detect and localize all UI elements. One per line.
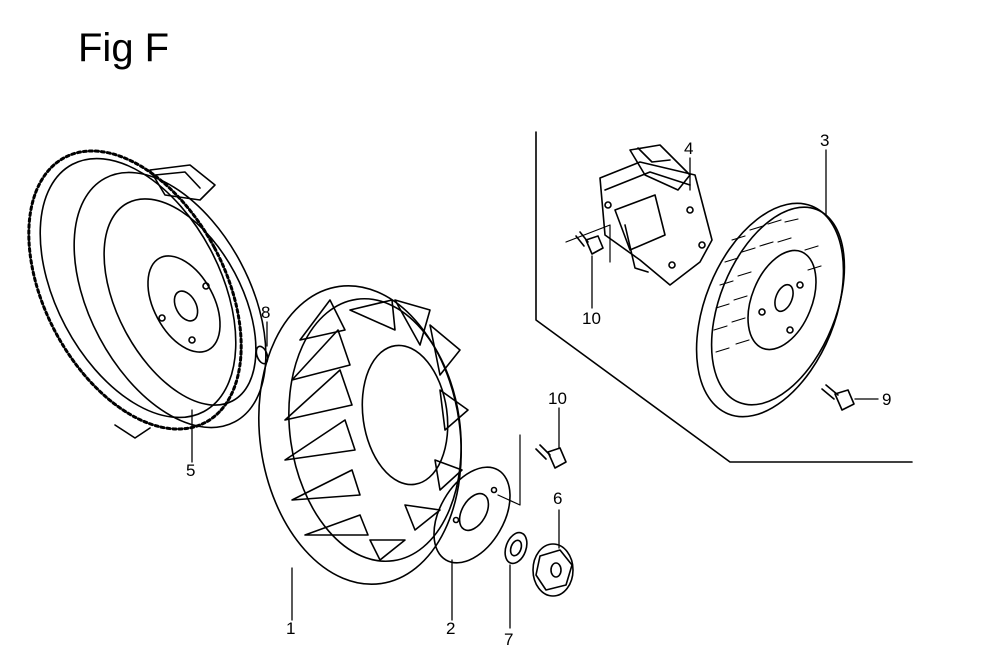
callout-10-upper: 10 — [582, 309, 601, 328]
figure-title: Fig F — [78, 26, 170, 70]
callout-7: 7 — [504, 630, 513, 649]
callout-2: 2 — [446, 619, 455, 638]
woodruff-key-part-8 — [255, 345, 269, 365]
callout-labels: 1 2 3 4 5 6 7 8 9 10 10 — [186, 131, 891, 649]
leader-lines — [191, 149, 879, 629]
bolt-part-10-lower — [497, 434, 567, 506]
callout-5: 5 — [186, 461, 195, 480]
cooling-fan-part-1 — [257, 285, 469, 585]
bracket-part-4 — [565, 144, 713, 286]
bolt-part-10-upper — [575, 231, 604, 255]
washer-part-7 — [504, 531, 528, 565]
callout-6: 6 — [553, 489, 562, 508]
callout-1: 1 — [286, 619, 295, 638]
inset-frame — [535, 131, 913, 463]
bolt-part-9 — [821, 384, 855, 411]
callout-8: 8 — [261, 303, 270, 322]
callout-3: 3 — [820, 131, 829, 150]
callout-9: 9 — [882, 390, 891, 409]
rotor-disc-part-3 — [695, 202, 846, 418]
flange-nut-part-6 — [532, 543, 574, 597]
callout-4: 4 — [684, 139, 693, 158]
flywheel-part-5 — [27, 149, 267, 439]
fan-plate-part-2 — [433, 466, 511, 564]
callout-10-lower: 10 — [548, 389, 567, 408]
